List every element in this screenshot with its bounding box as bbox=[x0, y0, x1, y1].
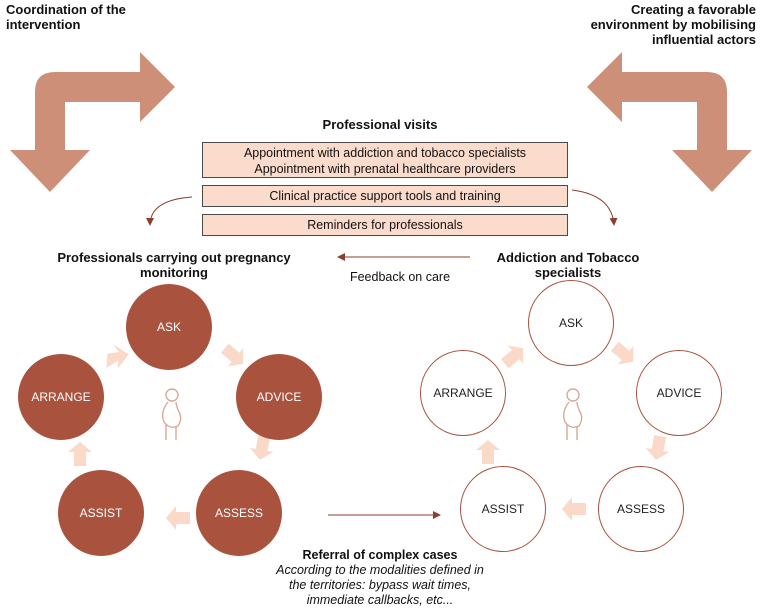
appointments-box: Appointment with addiction and tobacco s… bbox=[202, 142, 568, 178]
left-group-title: Professionals carrying out pregnancy mon… bbox=[30, 250, 318, 280]
left-group-title-line: monitoring bbox=[140, 265, 208, 280]
right-ask-node: ASK bbox=[528, 280, 614, 366]
referral-line: the territories: bypass wait times, bbox=[288, 578, 471, 592]
left-assist-node: ASSIST bbox=[58, 470, 144, 556]
referral-title: Referral of complex cases bbox=[302, 548, 458, 562]
coordination-title-line: Coordination of the bbox=[6, 2, 126, 17]
right-arrange-node: ARRANGE bbox=[420, 350, 506, 436]
mobilising-actors-arrow-icon bbox=[587, 52, 752, 192]
right-cycle-arrows bbox=[476, 341, 670, 521]
feedback-label: Feedback on care bbox=[349, 270, 451, 284]
referral-block: Referral of complex cases According to t… bbox=[255, 548, 505, 608]
referral-line: According to the modalities defined in bbox=[276, 563, 484, 577]
right-group-title-line: specialists bbox=[534, 265, 602, 280]
professional-visits-title: Professional visits bbox=[322, 117, 438, 132]
left-cycle-arrows bbox=[68, 343, 274, 530]
connector-left-curve bbox=[146, 196, 193, 226]
appointment-specialists-text: Appointment with addiction and tobacco s… bbox=[243, 146, 527, 160]
pregnant-woman-icon bbox=[161, 388, 182, 440]
reminders-box: Reminders for professionals bbox=[202, 214, 568, 236]
coordination-title-line: intervention bbox=[6, 17, 81, 32]
right-group-title-line: Addiction and Tobacco bbox=[496, 250, 640, 265]
mobilising-title-line: Creating a favorable bbox=[631, 2, 756, 17]
right-assess-node: ASSESS bbox=[598, 466, 684, 552]
mobilising-title-line: environment by mobilising bbox=[590, 17, 756, 32]
right-assist-node: ASSIST bbox=[460, 466, 546, 552]
pregnant-woman-icon bbox=[562, 388, 583, 440]
left-arrange-node: ARRANGE bbox=[18, 354, 104, 440]
left-ask-node: ASK bbox=[126, 284, 212, 370]
left-group-title-line: Professionals carrying out pregnancy bbox=[57, 250, 291, 265]
right-group-title: Addiction and Tobacco specialists bbox=[478, 250, 658, 280]
appointment-prenatal-text: Appointment with prenatal healthcare pro… bbox=[254, 162, 516, 176]
connector-right-curve bbox=[571, 189, 618, 226]
right-advice-node: ADVICE bbox=[636, 350, 722, 436]
coordination-arrow-icon bbox=[10, 52, 175, 192]
support-tools-box: Clinical practice support tools and trai… bbox=[202, 185, 568, 207]
referral-line: immediate callbacks, etc... bbox=[306, 593, 454, 607]
coordination-title: Coordination of the intervention bbox=[6, 2, 126, 32]
left-assess-node: ASSESS bbox=[196, 470, 282, 556]
mobilising-title: Creating a favorable environment by mobi… bbox=[552, 2, 756, 47]
mobilising-title-line: influential actors bbox=[651, 32, 756, 47]
left-advice-node: ADVICE bbox=[236, 354, 322, 440]
